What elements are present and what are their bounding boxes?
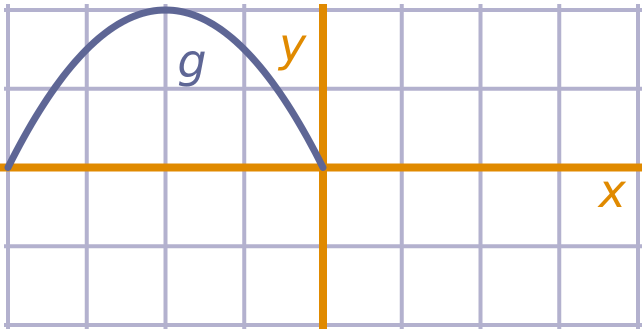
y-axis-label: y: [277, 18, 307, 72]
x-axis-label: x: [597, 164, 627, 218]
curve-g: [4, 6, 327, 171]
curve-label-g: g: [177, 34, 206, 88]
